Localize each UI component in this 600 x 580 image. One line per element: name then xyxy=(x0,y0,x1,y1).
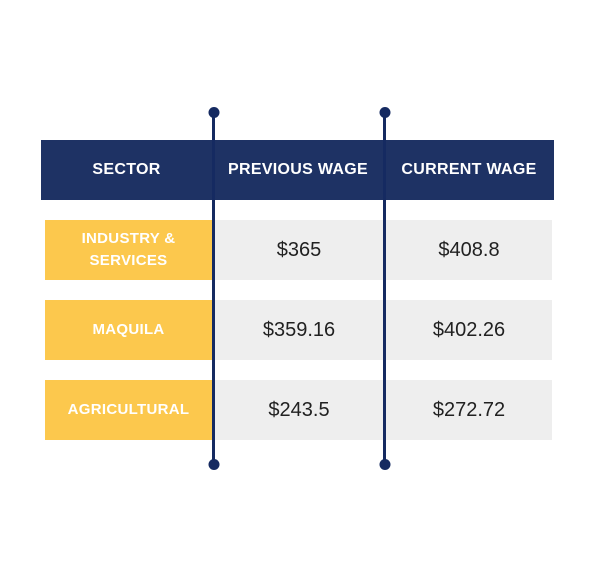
divider-endpoint-dot xyxy=(208,459,219,470)
divider-endpoint-dot xyxy=(379,107,390,118)
previous-wage-cell: $365 xyxy=(215,220,383,280)
previous-wage-cell: $243.5 xyxy=(215,380,383,440)
divider-endpoint-dot xyxy=(379,459,390,470)
header-cell-previous-wage: PREVIOUS WAGE xyxy=(228,161,368,178)
divider-endpoint-dot xyxy=(208,107,219,118)
sector-cell: AGRICULTURAL xyxy=(45,380,212,440)
sector-cell: MAQUILA xyxy=(45,300,212,360)
current-wage-cell: $272.72 xyxy=(386,380,552,440)
current-wage-cell: $408.8 xyxy=(386,220,552,280)
column-divider-line-left xyxy=(208,107,219,470)
previous-wage-cell: $359.16 xyxy=(215,300,383,360)
header-cell-current-wage: CURRENT WAGE xyxy=(401,161,537,178)
sector-cell: INDUSTRY & SERVICES xyxy=(45,220,212,280)
header-cell-sector: SECTOR xyxy=(92,161,161,178)
table-row: INDUSTRY & SERVICES $365 $408.8 xyxy=(0,220,600,280)
table-header-row: SECTOR PREVIOUS WAGE CURRENT WAGE xyxy=(41,140,554,200)
column-divider-line-right xyxy=(379,107,390,470)
current-wage-cell: $402.26 xyxy=(386,300,552,360)
table-row: MAQUILA $359.16 $402.26 xyxy=(0,300,600,360)
table-row: AGRICULTURAL $243.5 $272.72 xyxy=(0,380,600,440)
